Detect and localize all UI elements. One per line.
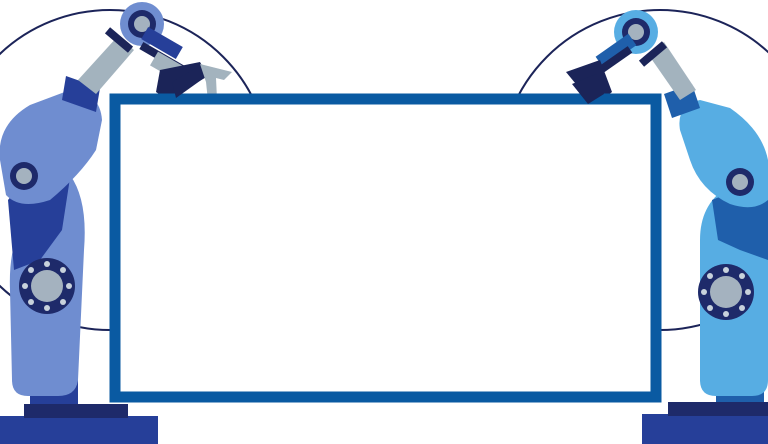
right-base-plate: [642, 414, 768, 444]
right-tool-neck: [595, 33, 637, 69]
frame-border: [109, 93, 662, 403]
right-forearm-band: [638, 41, 668, 67]
left-gripper-finger: [200, 64, 232, 120]
right-forearm-rod: [648, 42, 696, 100]
right-base-block: [668, 402, 768, 416]
right-elbow-joint-center: [732, 174, 748, 190]
left-gripper-overlap: [172, 68, 204, 98]
right-big-joint-center: [710, 276, 742, 308]
left-base-plate: [0, 416, 158, 444]
left-elbow-joint-center: [16, 168, 32, 184]
left-big-joint-bolts: [22, 261, 72, 311]
left-tool-neck: [141, 26, 183, 60]
right-upper-arm: [679, 100, 768, 208]
left-robot-arm-icon: [0, 2, 232, 444]
right-gripper-overlap: [572, 74, 604, 104]
right-robot-arm-icon: [556, 10, 768, 444]
right-big-joint-bolts: [701, 267, 751, 317]
empty-frame: [109, 93, 662, 403]
left-wrist-joint-center: [134, 16, 150, 32]
left-big-joint-center: [31, 270, 63, 302]
left-base-block: [24, 404, 128, 418]
right-wrist-joint-center: [628, 24, 644, 40]
left-forearm-band: [104, 27, 134, 53]
left-forearm-rod: [78, 36, 134, 94]
